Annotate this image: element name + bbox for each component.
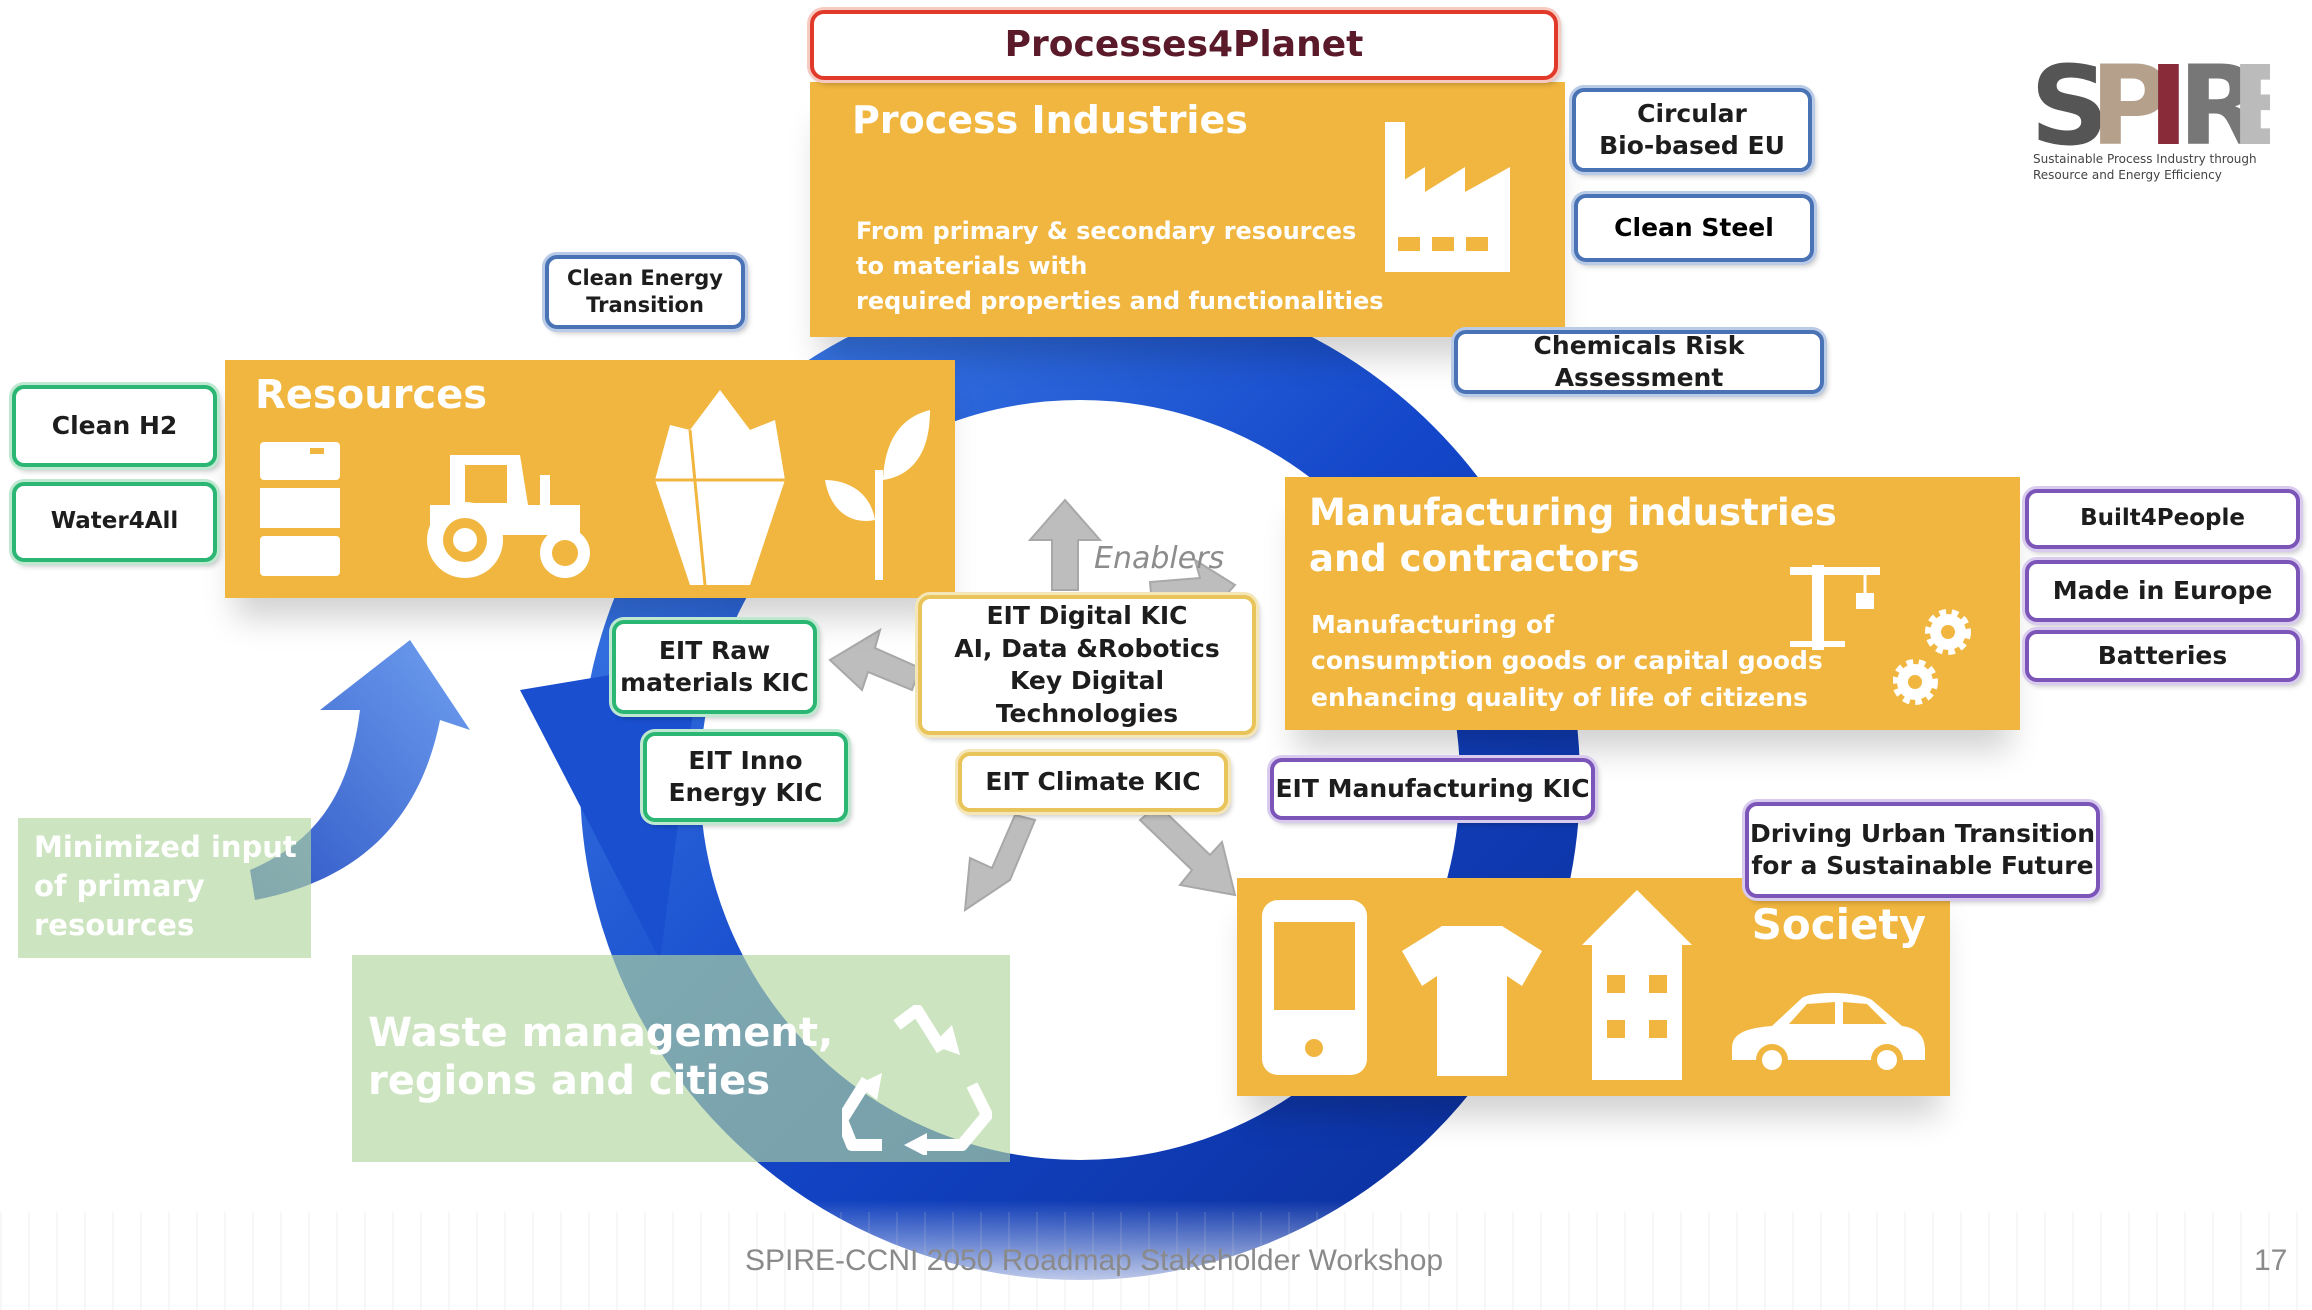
eit-climate-kic-tag: EIT Climate KIC [958,752,1228,812]
process-industries-text: From primary & secondary resources to ma… [856,217,1384,315]
eit-manufacturing-kic-tag: EIT Manufacturing KIC [1270,758,1595,820]
waste-text-2: regions and cities [368,1058,771,1104]
svg-text:P: P [2090,52,2167,152]
waste-panel: Waste management, regions and cities [352,955,1010,1162]
minimized-input-text: Minimized input of primary resources [34,830,297,943]
eit-digital-kic-tag: EIT Digital KIC AI, Data &Robotics Key D… [918,595,1256,735]
tshirt-icon [1402,926,1542,1076]
eit-inno-energy-kic-tag: EIT Inno Energy KIC [643,732,848,822]
manufacturing-text: Manufacturing of consumption goods or ca… [1311,610,1823,712]
spire-logo: S P I R E Sustainable Process Industry t… [2030,52,2270,192]
tablet-icon [1262,900,1367,1075]
footer-text: SPIRE-CCNI 2050 Roadmap Stakeholder Work… [745,1244,1444,1277]
made-in-europe-tag: Made in Europe [2025,560,2300,622]
society-panel: Society [1237,878,1950,1096]
water4all-tag: Water4All [12,482,217,562]
logo-tagline-1: Sustainable Process Industry through [2033,152,2257,166]
tractor-icon [427,455,590,578]
minimized-input-panel: Minimized input of primary resources [18,818,311,958]
car-icon [1732,992,1925,1076]
gears-icon [1893,609,1971,705]
svg-text:E: E [2230,52,2270,152]
manufacturing-title-2: and contractors [1309,537,1640,580]
batteries-tag: Batteries [2025,630,2300,682]
enablers-label: Enablers [1094,541,1225,576]
manufacturing-panel: Manufacturing industries and contractors… [1285,477,2020,730]
manufacturing-title-1: Manufacturing industries [1309,491,1837,534]
clean-h2-tag: Clean H2 [12,385,217,467]
crystal-icon [655,390,785,585]
svg-text:I: I [2148,52,2181,152]
logo-tagline-2: Resource and Energy Efficiency [2033,168,2222,182]
footer-background [0,1212,2312,1310]
built4people-tag: Built4People [2025,489,2300,549]
processes4planet-title: Processes4Planet [810,10,1558,80]
svg-text:S: S [2030,52,2102,152]
barrel-icon [260,442,340,576]
clean-energy-transition-tag: Clean Energy Transition [545,255,745,329]
waste-text-1: Waste management, [368,1010,834,1056]
eit-raw-materials-kic-tag: EIT Raw materials KIC [612,620,817,714]
process-industries-title: Process Industries [852,98,1248,142]
page-number: 17 [2254,1244,2288,1277]
factory-icon [1385,122,1510,272]
circular-bio-based-eu-tag: Circular Bio-based EU [1572,88,1812,172]
svg-text:R: R [2178,52,2261,152]
society-title: Society [1751,900,1926,949]
house-icon [1582,890,1692,1080]
process-industries-panel: Process Industries From primary & second… [810,82,1565,337]
plant-icon [825,410,930,580]
crane-icon [1790,565,1880,650]
resources-title: Resources [255,372,488,418]
driving-urban-transition-tag: Driving Urban Transition for a Sustainab… [1745,802,2100,898]
resources-panel: Resources [225,360,955,598]
recycle-icon [842,1005,992,1155]
chemicals-risk-assessment-tag: Chemicals Risk Assessment [1454,330,1824,394]
clean-steel-tag: Clean Steel [1574,194,1814,262]
spire-logo-mark: S P I R E [2030,52,2270,152]
